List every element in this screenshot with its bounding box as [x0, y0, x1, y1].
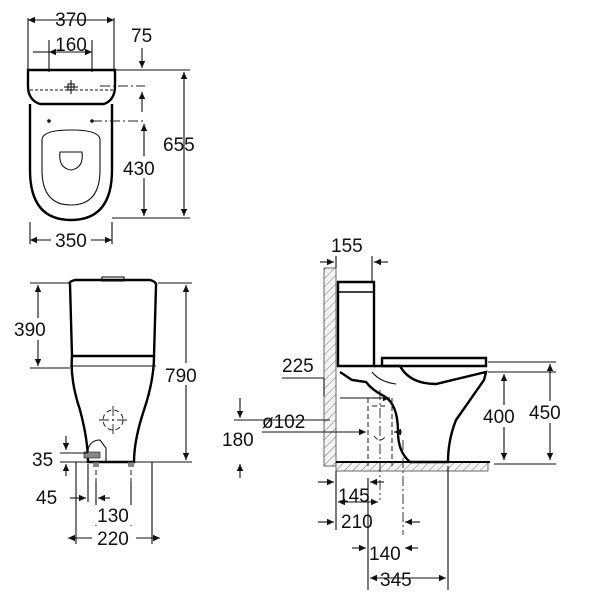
dim-front-base-220: 220: [97, 529, 129, 550]
dim-side-145: 145: [338, 486, 370, 507]
dim-top-fixing-430: 430: [123, 159, 155, 180]
dim-side-345: 345: [380, 570, 412, 591]
dim-side-210: 210: [341, 512, 373, 533]
top-view: 370 160 75 655: [26, 10, 195, 252]
dim-side-centre-180: 180: [222, 430, 254, 451]
dim-front-height-790: 790: [165, 366, 197, 387]
dim-top-spacing-160: 160: [55, 35, 87, 56]
dim-top-offset-75: 75: [131, 26, 152, 47]
dim-top-bowl-350: 350: [55, 231, 87, 252]
side-view: 155 225 ø102 180 40: [222, 236, 572, 591]
dim-side-outlet-225: 225: [282, 356, 314, 377]
flush-button-icon: [64, 80, 78, 94]
dim-top-depth-655: 655: [163, 135, 195, 156]
dim-side-diameter-102: ø102: [262, 412, 305, 433]
dim-side-cistern-155: 155: [331, 236, 363, 257]
dim-top-width-370: 370: [55, 10, 87, 31]
dim-side-140: 140: [369, 544, 401, 565]
outlet-circle-icon: [99, 406, 127, 434]
front-view: 390 790 35 45 130 220: [14, 276, 210, 550]
dim-front-cistern-390: 390: [14, 320, 46, 341]
dim-front-fixing-130: 130: [97, 506, 129, 527]
dim-side-rim-400: 400: [483, 407, 515, 428]
dim-side-seat-450: 450: [529, 403, 561, 424]
dim-front-inlet-offset-45: 45: [36, 488, 57, 509]
dim-front-inlet-35: 35: [32, 450, 53, 471]
